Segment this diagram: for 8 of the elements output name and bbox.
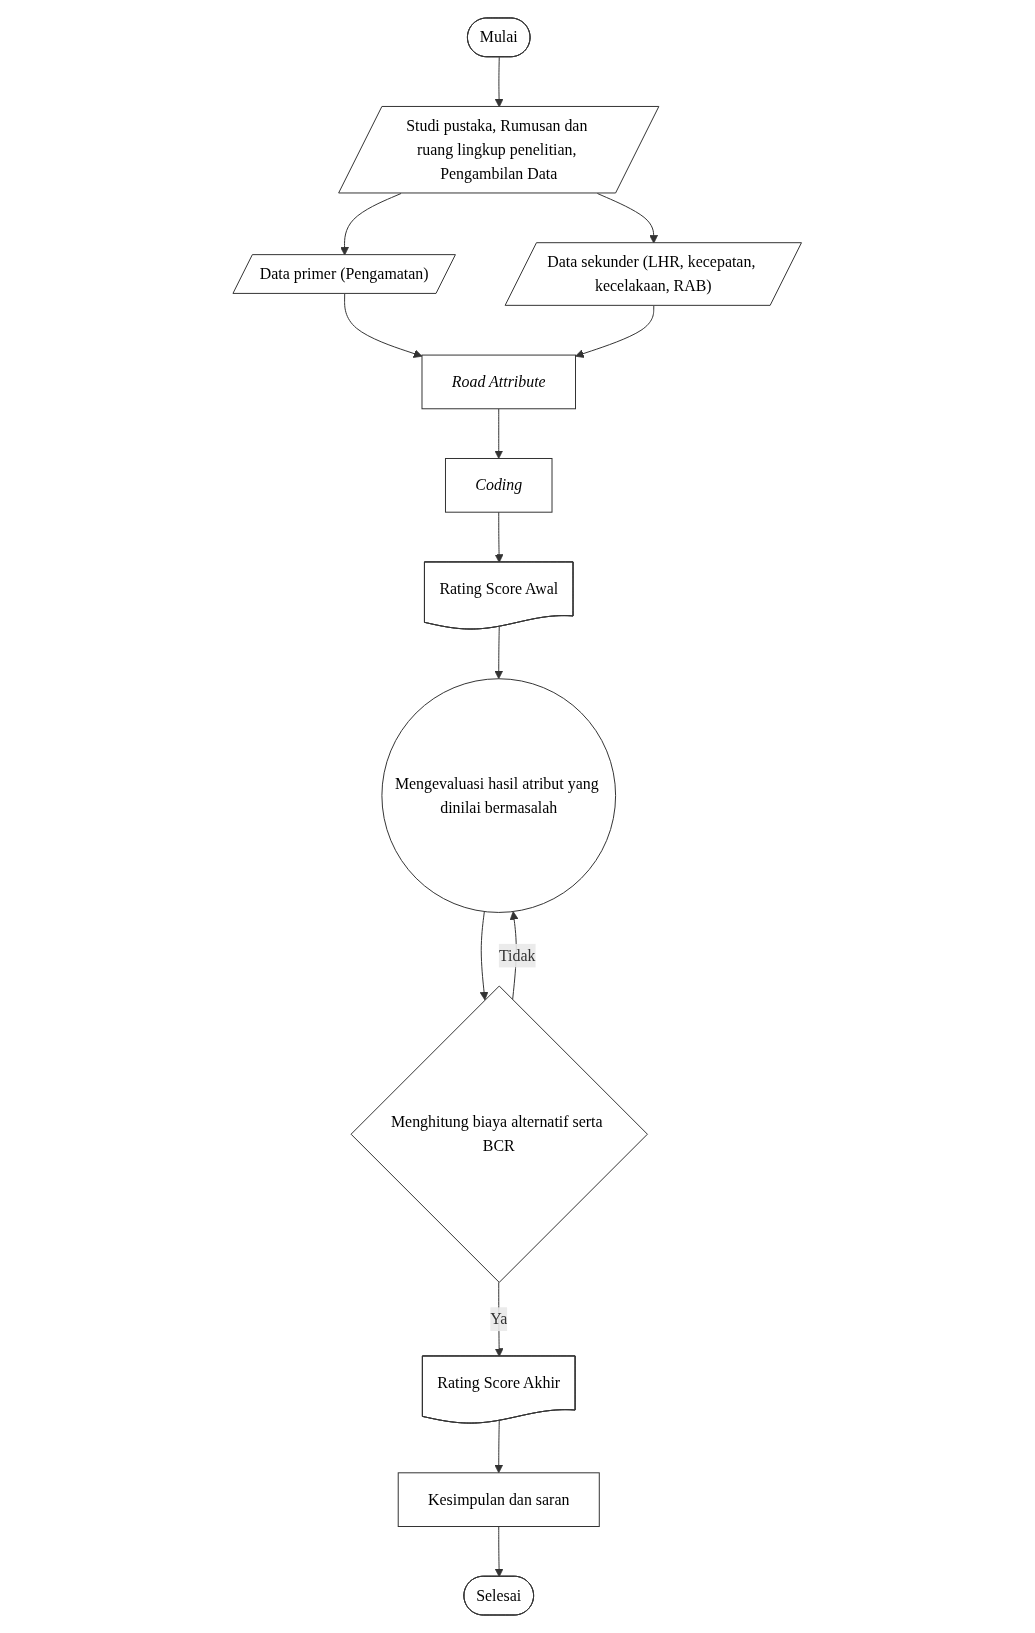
arrow: [575, 305, 655, 358]
node-circle: Mengevaluasi hasil atribut yang dinilai bermasalah: [381, 678, 617, 913]
node-box: Kesimpulan dan saran: [398, 1472, 601, 1527]
node-box: Road Attribute: [421, 354, 577, 410]
edge-label: Tidak: [499, 946, 536, 964]
node-box: Coding: [445, 458, 553, 513]
node-diamond: Menghitung biaya alternatif serta BCR: [350, 985, 649, 1283]
edge-label: Ya: [490, 1310, 508, 1328]
